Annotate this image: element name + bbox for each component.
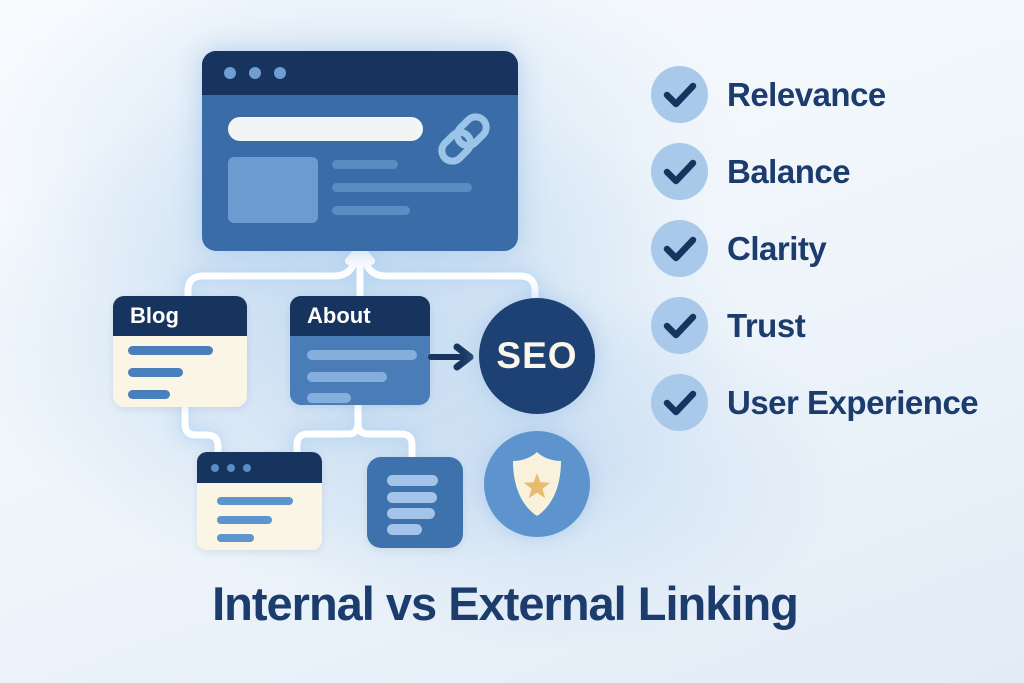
text-line (387, 508, 435, 519)
checkmark-icon (651, 143, 708, 200)
text-line (307, 350, 417, 360)
right-arrow-icon (428, 343, 474, 371)
browser-window (202, 51, 518, 251)
seo-badge-label: SEO (496, 335, 578, 376)
window-dot-icon (224, 67, 236, 79)
link-icon (438, 113, 490, 165)
checklist-item: Trust (651, 297, 978, 354)
checkmark-icon (651, 66, 708, 123)
browser-titlebar (202, 51, 518, 95)
checklist-item: Clarity (651, 220, 978, 277)
about-to-document-connector (354, 399, 416, 464)
window-dot-icon (211, 463, 219, 472)
checkmark-icon (651, 297, 708, 354)
mini-browser-titlebar (197, 452, 322, 483)
checkmark-icon (651, 374, 708, 431)
window-dot-icon (227, 463, 235, 472)
checklist-item: User Experience (651, 374, 979, 431)
about-page-card: About (290, 296, 430, 405)
image-placeholder (228, 157, 318, 223)
text-line (217, 497, 293, 505)
checklist-item: Relevance (651, 66, 978, 123)
window-dot-icon (249, 67, 261, 79)
text-line (217, 534, 254, 542)
checklist-item: Balance (651, 143, 978, 200)
about-to-minibrowser-connector (293, 399, 362, 461)
blog-card-header: Blog (113, 296, 247, 336)
shield-icon (513, 452, 561, 516)
blog-to-minibrowser-connector (181, 399, 222, 460)
blog-card-label: Blog (130, 303, 179, 328)
star-icon (523, 473, 551, 499)
text-line (217, 516, 272, 524)
window-dot-icon (274, 67, 286, 79)
checklist-label: Relevance (727, 75, 886, 113)
text-line (128, 390, 170, 399)
rail-left (184, 253, 360, 302)
blog-page-card: Blog (113, 296, 247, 407)
text-line (332, 160, 398, 169)
url-bar (228, 117, 423, 141)
checklist: Relevance Balance Clarity Trust (651, 66, 979, 451)
about-card-header: About (290, 296, 430, 336)
text-line (387, 475, 438, 486)
text-line (128, 346, 213, 355)
rail-right (360, 253, 539, 305)
text-line (332, 206, 410, 215)
checklist-label: Balance (727, 152, 851, 190)
checklist-label: Trust (727, 306, 806, 344)
page-title: Internal vs External Linking (212, 577, 799, 630)
checkmark-icon (651, 220, 708, 277)
text-line (307, 393, 351, 403)
shield-badge (484, 431, 590, 537)
text-line (332, 183, 472, 192)
text-line (307, 372, 387, 382)
checklist-label: Clarity (727, 229, 827, 267)
window-dot-icon (243, 463, 251, 472)
document-card (367, 457, 463, 548)
text-line (387, 524, 422, 535)
text-line (387, 492, 437, 503)
text-line (128, 368, 183, 377)
mini-browser-card (197, 452, 322, 550)
seo-badge: SEO (479, 298, 595, 414)
about-card-label: About (307, 303, 371, 328)
checklist-label: User Experience (727, 383, 979, 421)
